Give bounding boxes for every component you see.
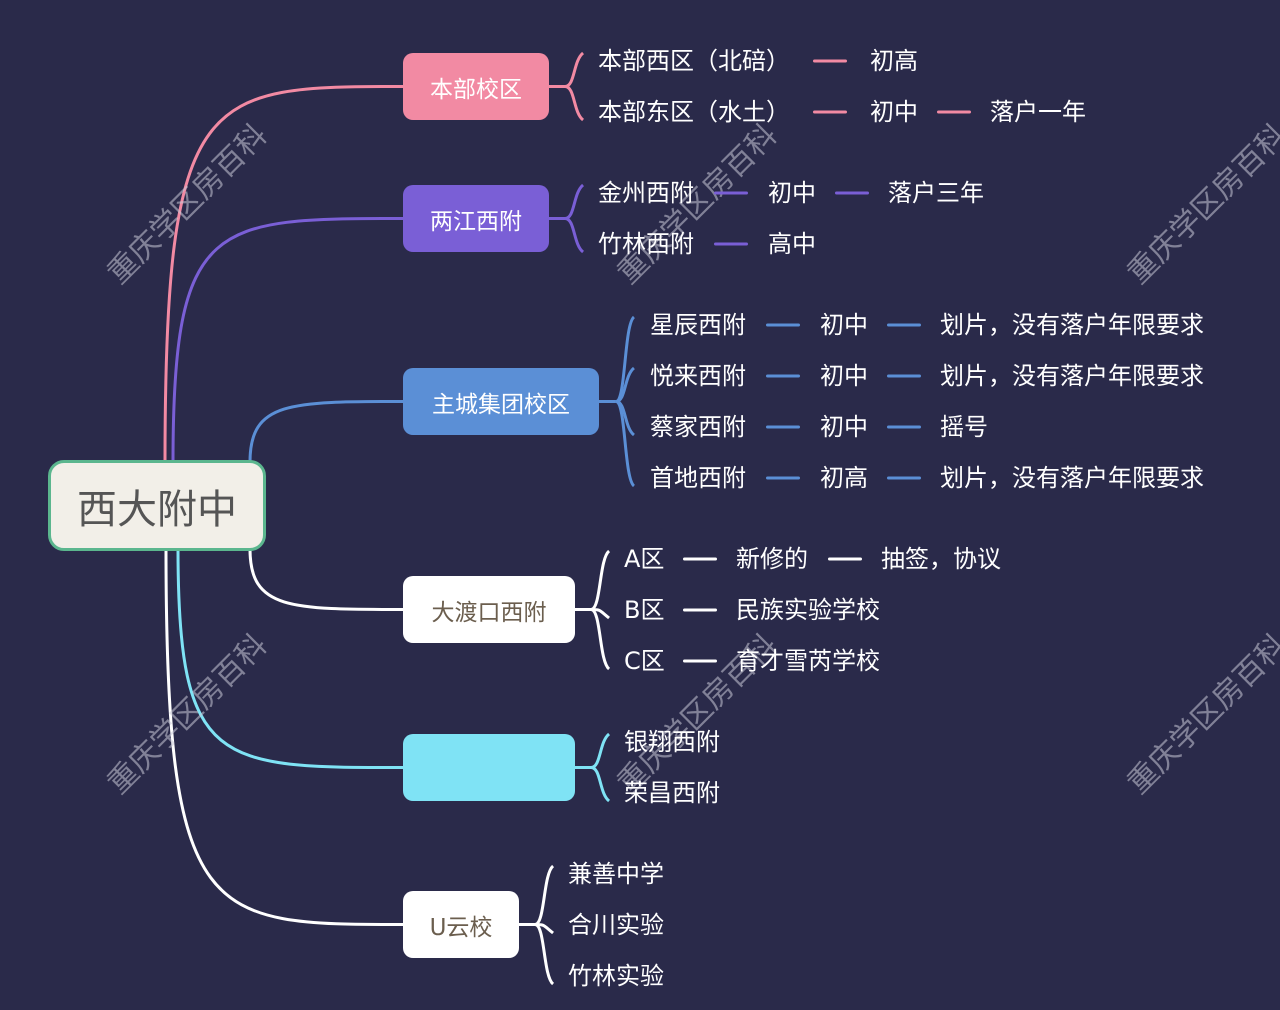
- leaf-node[interactable]: 首地西附: [650, 464, 746, 492]
- branch-connector: [248, 400, 404, 463]
- leaf-node[interactable]: C区: [624, 647, 665, 675]
- leaf-node[interactable]: 金州西附: [598, 179, 694, 207]
- link-dash: [683, 557, 718, 561]
- leaf-detail[interactable]: 初中: [820, 413, 868, 441]
- leaf-node[interactable]: 本部西区（北碚）: [598, 47, 790, 75]
- leaf-node[interactable]: 星辰西附: [650, 311, 746, 339]
- link-dash: [766, 323, 800, 327]
- branch-label: 大渡口西附: [431, 599, 547, 626]
- link-dash: [683, 659, 718, 663]
- link-dash: [813, 59, 847, 63]
- bracket-arm: [564, 217, 585, 254]
- link-dash: [766, 476, 800, 480]
- leaf-detail[interactable]: 划片，没有落户年限要求: [940, 464, 1204, 492]
- leaf-detail[interactable]: 民族实验学校: [736, 596, 880, 624]
- root-node[interactable]: 西大附中: [48, 460, 266, 551]
- bracket-arm: [590, 732, 611, 769]
- leaf-node[interactable]: 悦来西附: [650, 362, 746, 390]
- leaf-detail[interactable]: 摇号: [940, 413, 988, 441]
- link-dash: [937, 110, 971, 114]
- leaf-detail[interactable]: 落户一年: [990, 98, 1086, 126]
- leaf-detail[interactable]: 新修的: [736, 545, 808, 573]
- leaf-detail[interactable]: 初中: [768, 179, 816, 207]
- leaf-detail[interactable]: 初中: [820, 362, 868, 390]
- leaf-detail[interactable]: 初中: [820, 311, 868, 339]
- leaf-node[interactable]: 银翔西附: [624, 728, 720, 756]
- leaf-node[interactable]: 本部东区（水土）: [598, 98, 790, 126]
- bracket-arm: [534, 923, 555, 986]
- branch-node-uyun[interactable]: U云校: [403, 891, 519, 958]
- leaf-detail[interactable]: 初高: [820, 464, 868, 492]
- bracket-arm: [590, 549, 611, 611]
- branch-connector: [163, 85, 404, 463]
- branch-connector: [171, 217, 404, 463]
- leaf-node[interactable]: 兼善中学: [568, 860, 664, 888]
- link-dash: [827, 557, 862, 561]
- link-dash: [887, 425, 921, 429]
- leaf-detail[interactable]: 划片，没有落户年限要求: [940, 362, 1204, 390]
- leaf-node[interactable]: 荣昌西附: [624, 779, 720, 807]
- branch-node-zhucheng[interactable]: 主城集团校区: [403, 368, 599, 435]
- link-dash: [887, 323, 921, 327]
- bracket-arm: [564, 85, 585, 122]
- bracket-arm: [590, 608, 611, 671]
- leaf-node[interactable]: 竹林实验: [568, 962, 664, 990]
- bracket-arm: [564, 183, 585, 220]
- branch-connector: [164, 548, 404, 926]
- branch-node-liangjiang[interactable]: 两江西附: [403, 185, 549, 252]
- root-label: 西大附中: [77, 486, 237, 533]
- branch-label: 两江西附: [430, 208, 522, 235]
- bracket-arm: [534, 864, 555, 926]
- link-dash: [714, 191, 748, 195]
- leaf-detail[interactable]: 初中: [870, 98, 918, 126]
- branch-node-obscured[interactable]: [403, 734, 575, 801]
- leaf-node[interactable]: 竹林西附: [598, 230, 694, 258]
- branch-connector: [176, 548, 404, 769]
- leaf-node[interactable]: A区: [624, 545, 665, 573]
- leaf-detail[interactable]: 划片，没有落户年限要求: [940, 311, 1204, 339]
- leaf-detail[interactable]: 初高: [870, 47, 918, 75]
- bracket-arm: [564, 51, 585, 88]
- leaf-detail[interactable]: 抽签，协议: [881, 545, 1001, 573]
- leaf-detail[interactable]: 高中: [768, 230, 816, 258]
- branch-node-benbu[interactable]: 本部校区: [403, 53, 549, 120]
- link-dash: [766, 374, 800, 378]
- link-dash: [683, 608, 718, 612]
- bracket-arm: [614, 400, 636, 488]
- leaf-detail[interactable]: 落户三年: [888, 179, 984, 207]
- branch-connector: [248, 548, 404, 611]
- branch-node-dadukou[interactable]: 大渡口西附: [403, 576, 575, 643]
- link-dash: [714, 242, 748, 246]
- leaf-node[interactable]: 蔡家西附: [650, 413, 746, 441]
- leaf-node[interactable]: B区: [624, 596, 665, 624]
- branch-label: 本部校区: [430, 76, 522, 103]
- link-dash: [813, 110, 847, 114]
- leaf-detail[interactable]: 育才雪芮学校: [736, 647, 880, 675]
- link-dash: [766, 425, 800, 429]
- leaf-node[interactable]: 合川实验: [568, 911, 664, 939]
- link-dash: [887, 476, 921, 480]
- branch-label: 主城集团校区: [432, 391, 570, 418]
- link-dash: [887, 374, 921, 378]
- branch-label: U云校: [429, 914, 493, 941]
- link-dash: [835, 191, 869, 195]
- bracket-arm: [590, 766, 611, 803]
